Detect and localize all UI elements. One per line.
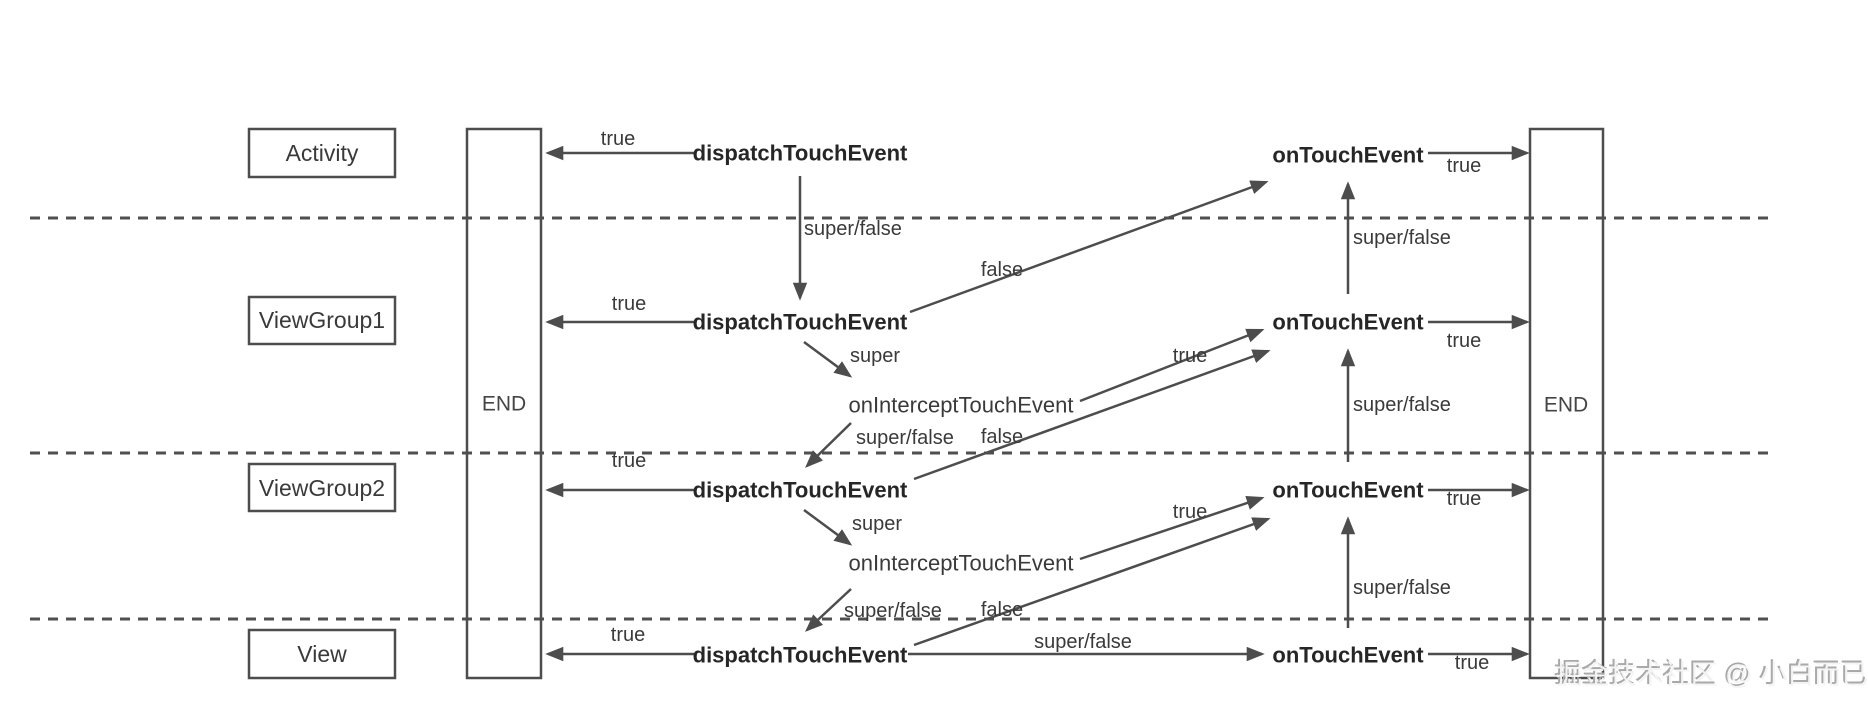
method-ontouch-viewgroup1: onTouchEvent — [1272, 310, 1424, 335]
method-ontouch-viewgroup2: onTouchEvent — [1272, 478, 1424, 503]
arrow-dispatch2-true-to-end: true — [545, 293, 694, 330]
edge-label-super-false: super/false — [1034, 631, 1132, 653]
edge-label-true: true — [1173, 501, 1207, 523]
arrow-onintercept3-superfalse-to-dispatch4: super/false — [805, 588, 942, 632]
component-box-view: View — [247, 628, 397, 680]
edge-label-super-false: super/false — [1353, 577, 1451, 599]
viewgroup2-box — [247, 462, 397, 513]
edge-label-false: false — [981, 426, 1023, 448]
edge-label-true: true — [1455, 652, 1489, 674]
edge-label-super-false: super/false — [844, 600, 942, 622]
edge-label-super-false: super/false — [804, 218, 902, 240]
edge-label-true: true — [1173, 345, 1207, 367]
edge-label-super: super — [850, 345, 900, 367]
arrow-dispatch2-super-to-onintercept2: super — [803, 340, 900, 378]
arrow-ontouch3-true-to-end: true — [1428, 482, 1530, 510]
method-dispatch-viewgroup1: dispatchTouchEvent — [693, 310, 908, 335]
arrow-ontouch4-superfalse-to-ontouch3: super/false — [1340, 516, 1451, 628]
method-ontouch-view: onTouchEvent — [1272, 643, 1424, 668]
arrow-dispatch2-false-to-ontouch1: false — [909, 180, 1269, 314]
method-ontouch-activity: onTouchEvent — [1272, 143, 1424, 168]
component-box-activity: Activity — [247, 127, 397, 179]
view-box — [247, 628, 397, 680]
activity-label: Activity — [286, 140, 359, 166]
watermark-shadow: 掘金技术社区 @ 小白而已 — [1554, 658, 1866, 688]
viewgroup2-label: ViewGroup2 — [259, 475, 385, 501]
arrow-onintercept2-true-to-ontouch2: true — [1079, 328, 1265, 403]
method-onintercept-viewgroup1: onInterceptTouchEvent — [848, 393, 1073, 418]
arrow-dispatch4-false-to-ontouch3: false — [913, 517, 1271, 647]
arrow-dispatch3-true-to-end: true — [545, 450, 694, 498]
method-dispatch-viewgroup2: dispatchTouchEvent — [693, 478, 908, 503]
edge-label-true: true — [1447, 488, 1481, 510]
arrow-ontouch2-true-to-end: true — [1428, 314, 1530, 352]
arrow-dispatch1-true-to-end: true — [545, 128, 694, 161]
arrow-ontouch3-superfalse-to-ontouch2: super/false — [1340, 348, 1451, 462]
arrow-dispatch3-super-to-onintercept3: super — [803, 508, 902, 546]
edge-label-false: false — [981, 599, 1023, 621]
arrow-dispatch4-true-to-end: true — [545, 624, 694, 662]
edge-label-super-false: super/false — [1353, 394, 1451, 416]
view-label: View — [297, 641, 347, 667]
arrow-dispatch4-superfalse-to-ontouch4: super/false — [908, 631, 1265, 662]
edge-label-true: true — [612, 293, 646, 315]
viewgroup1-label: ViewGroup1 — [259, 307, 385, 333]
edge-label-super: super — [852, 513, 902, 535]
end-bar-left — [465, 127, 543, 680]
edge-label-super-false: super/false — [856, 427, 954, 449]
watermark-text: 掘金技术社区 @ 小白而已 — [1556, 660, 1868, 690]
edge-label-true: true — [601, 128, 635, 150]
arrow-dispatch1-superfalse-to-dispatch2: super/false — [792, 176, 902, 301]
arrow-dispatch3-false-to-ontouch2: false — [913, 349, 1271, 481]
edge-label-true: true — [1447, 330, 1481, 352]
watermark: 掘金技术社区 @ 小白而已 掘金技术社区 @ 小白而已 — [1554, 658, 1868, 690]
arrow-onintercept3-true-to-ontouch3: true — [1079, 496, 1265, 561]
arrow-ontouch1-true-to-end: true — [1428, 145, 1530, 177]
arrow-ontouch2-superfalse-to-ontouch1: super/false — [1340, 181, 1451, 294]
arrow-ontouch4-true-to-end: true — [1428, 646, 1530, 674]
component-box-viewgroup2: ViewGroup2 — [247, 462, 397, 513]
edge-label-true: true — [612, 450, 646, 472]
end-label-left: END — [482, 393, 526, 416]
viewgroup1-box — [247, 295, 397, 346]
component-box-viewgroup1: ViewGroup1 — [247, 295, 397, 346]
arrow-onintercept2-superfalse-to-dispatch3: super/false — [805, 422, 954, 468]
edge-label-true: true — [1447, 155, 1481, 177]
edge-label-super-false: super/false — [1353, 227, 1451, 249]
end-label-right: END — [1544, 394, 1588, 417]
activity-box — [247, 127, 397, 179]
method-dispatch-activity: dispatchTouchEvent — [693, 141, 908, 166]
method-dispatch-view: dispatchTouchEvent — [693, 643, 908, 668]
edge-label-true: true — [611, 624, 645, 646]
edge-label-false: false — [981, 259, 1023, 281]
method-onintercept-viewgroup2: onInterceptTouchEvent — [848, 551, 1073, 576]
end-bar-right — [1528, 127, 1605, 680]
